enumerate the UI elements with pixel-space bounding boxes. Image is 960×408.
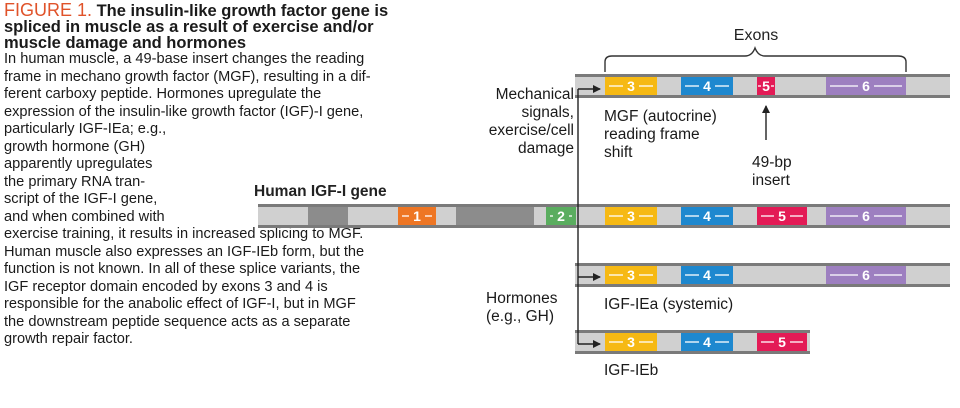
bar-bottom-edge [575,95,950,98]
caption-line-15: responsible for the anabolic effect of I… [4,296,356,312]
mechanical-signals-label: Mechanical signals, exercise/cell damage [470,86,574,158]
insert-line-2: insert [752,172,790,189]
caption-line-2: frame in mechano growth factor (MGF), re… [4,68,371,85]
exon-2-number: 2 [557,208,565,224]
bar-top-edge [575,74,950,77]
caption-line-12: Human muscle also expresses an IGF-IEb f… [4,243,365,260]
mgf-line-1: MGF (autocrine) [604,108,717,125]
insert-label: 49-bp insert [752,154,792,190]
bar-top-edge [575,330,810,333]
mechanical-line-3: exercise/cell [488,122,574,139]
intron-segment [456,207,534,225]
igf-gene: 1 2 3 4 5 6 [258,204,950,228]
caption-line-4: expression of the insulin-like growth fa… [4,103,364,120]
caption-line-16: the downstream peptide sequence acts as … [4,313,351,330]
caption-line-6: growth hormone (GH) [4,138,146,155]
exons-label: Exons [734,27,778,44]
exon-5-number: 5 [762,78,770,94]
exon-1-number: 1 [413,208,421,224]
caption-line-8: the primary RNA tran- [4,173,146,190]
bar-top-edge [258,204,950,207]
mgf-line-2: reading frame [604,126,700,143]
exon-3-number: 3 [627,78,635,94]
mechanical-line-2: signals, [521,104,574,121]
title-line-1: The insulin-like growth factor gene is [92,2,389,20]
title-line-2: spliced in muscle as a result of exercis… [4,18,374,36]
bar-bottom-edge [258,225,950,228]
mgf-line-3: shift [604,144,633,161]
caption-line-13: function is not known. In all of these s… [4,261,361,277]
exon-6-number: 6 [862,78,870,94]
figure-label: FIGURE 1. [4,0,93,20]
mgf-label: MGF (autocrine) reading frame shift [604,108,717,162]
figure-title: FIGURE 1. The insulin-like growth factor… [4,0,459,52]
exon-4-number: 4 [703,267,711,283]
exon-3-number: 3 [627,208,635,224]
transcript-bars: 3 4 5 6 1 2 3 4 5 6 3 4 6 3 4 5 [258,74,950,354]
caption-line-1: In human muscle, a 49-base insert change… [4,51,365,67]
caption-line-14: IGF receptor domain encoded by exons 3 a… [4,278,328,295]
igf-iea-transcript: 3 4 6 [575,263,950,287]
caption-line-17: growth repair factor. [4,331,133,347]
exon-4 [681,207,733,225]
hormones-label: Hormones (e.g., GH) [486,290,558,326]
exons-bracket [604,46,907,72]
insert-line-1: 49-bp [752,154,792,171]
bar-bottom-edge [575,284,950,287]
exon-5 [757,333,807,351]
exon-5 [757,207,807,225]
caption-line-5: particularly IGF-IEa; e.g., [4,121,167,137]
caption-line-7: apparently upregulates [4,156,153,172]
exon-3 [605,266,657,284]
caption-line-11: exercise training, it results in increas… [4,226,364,242]
bar-bottom-edge [575,351,810,354]
exon-4 [681,77,733,95]
caption-line-10: and when combined with [4,208,165,225]
exon-4-number: 4 [703,208,711,224]
hormones-line-1: Hormones [486,290,558,307]
caption-line-3: ferent carboxy peptide. Hormones upregul… [4,86,322,102]
exon-6 [826,77,906,95]
bar-top-edge [575,263,950,266]
exon-3-number: 3 [627,267,635,283]
exon-4 [681,266,733,284]
igf-ieb-label: IGF-IEb [604,362,659,379]
mechanical-line-1: Mechanical [495,86,574,103]
title-line-3: muscle damage and hormones [4,34,247,52]
exon-6-number: 6 [862,208,870,224]
exon-6 [826,266,906,284]
igf-iea-label: IGF-IEa (systemic) [604,296,734,313]
mgf-transcript: 3 4 5 6 [575,74,950,98]
intron-segment [308,207,348,225]
exon-4-number: 4 [703,334,711,350]
exon-2 [546,207,576,225]
gene-label: Human IGF-I gene [254,183,387,200]
exon-3 [605,207,657,225]
mechanical-line-4: damage [517,140,574,157]
exon-6-number: 6 [862,267,870,283]
hormones-line-2: (e.g., GH) [486,308,555,325]
exon-3 [605,333,657,351]
exon-4-number: 4 [703,78,711,94]
figure-caption: FIGURE 1. The insulin-like growth factor… [4,0,459,349]
exon-5 [757,77,775,95]
caption-line-9: script of the IGF-I gene, [4,191,158,207]
exon-1 [398,207,436,225]
exon-6 [826,207,906,225]
exon-4 [681,333,733,351]
exon-5-number: 5 [778,208,786,224]
caption-body: In human muscle, a 49-base insert change… [4,51,459,349]
igf-ieb-transcript: 3 4 5 [575,330,810,354]
exon-3 [605,77,657,95]
exon-3-number: 3 [627,334,635,350]
exon-5-number: 5 [778,334,786,350]
